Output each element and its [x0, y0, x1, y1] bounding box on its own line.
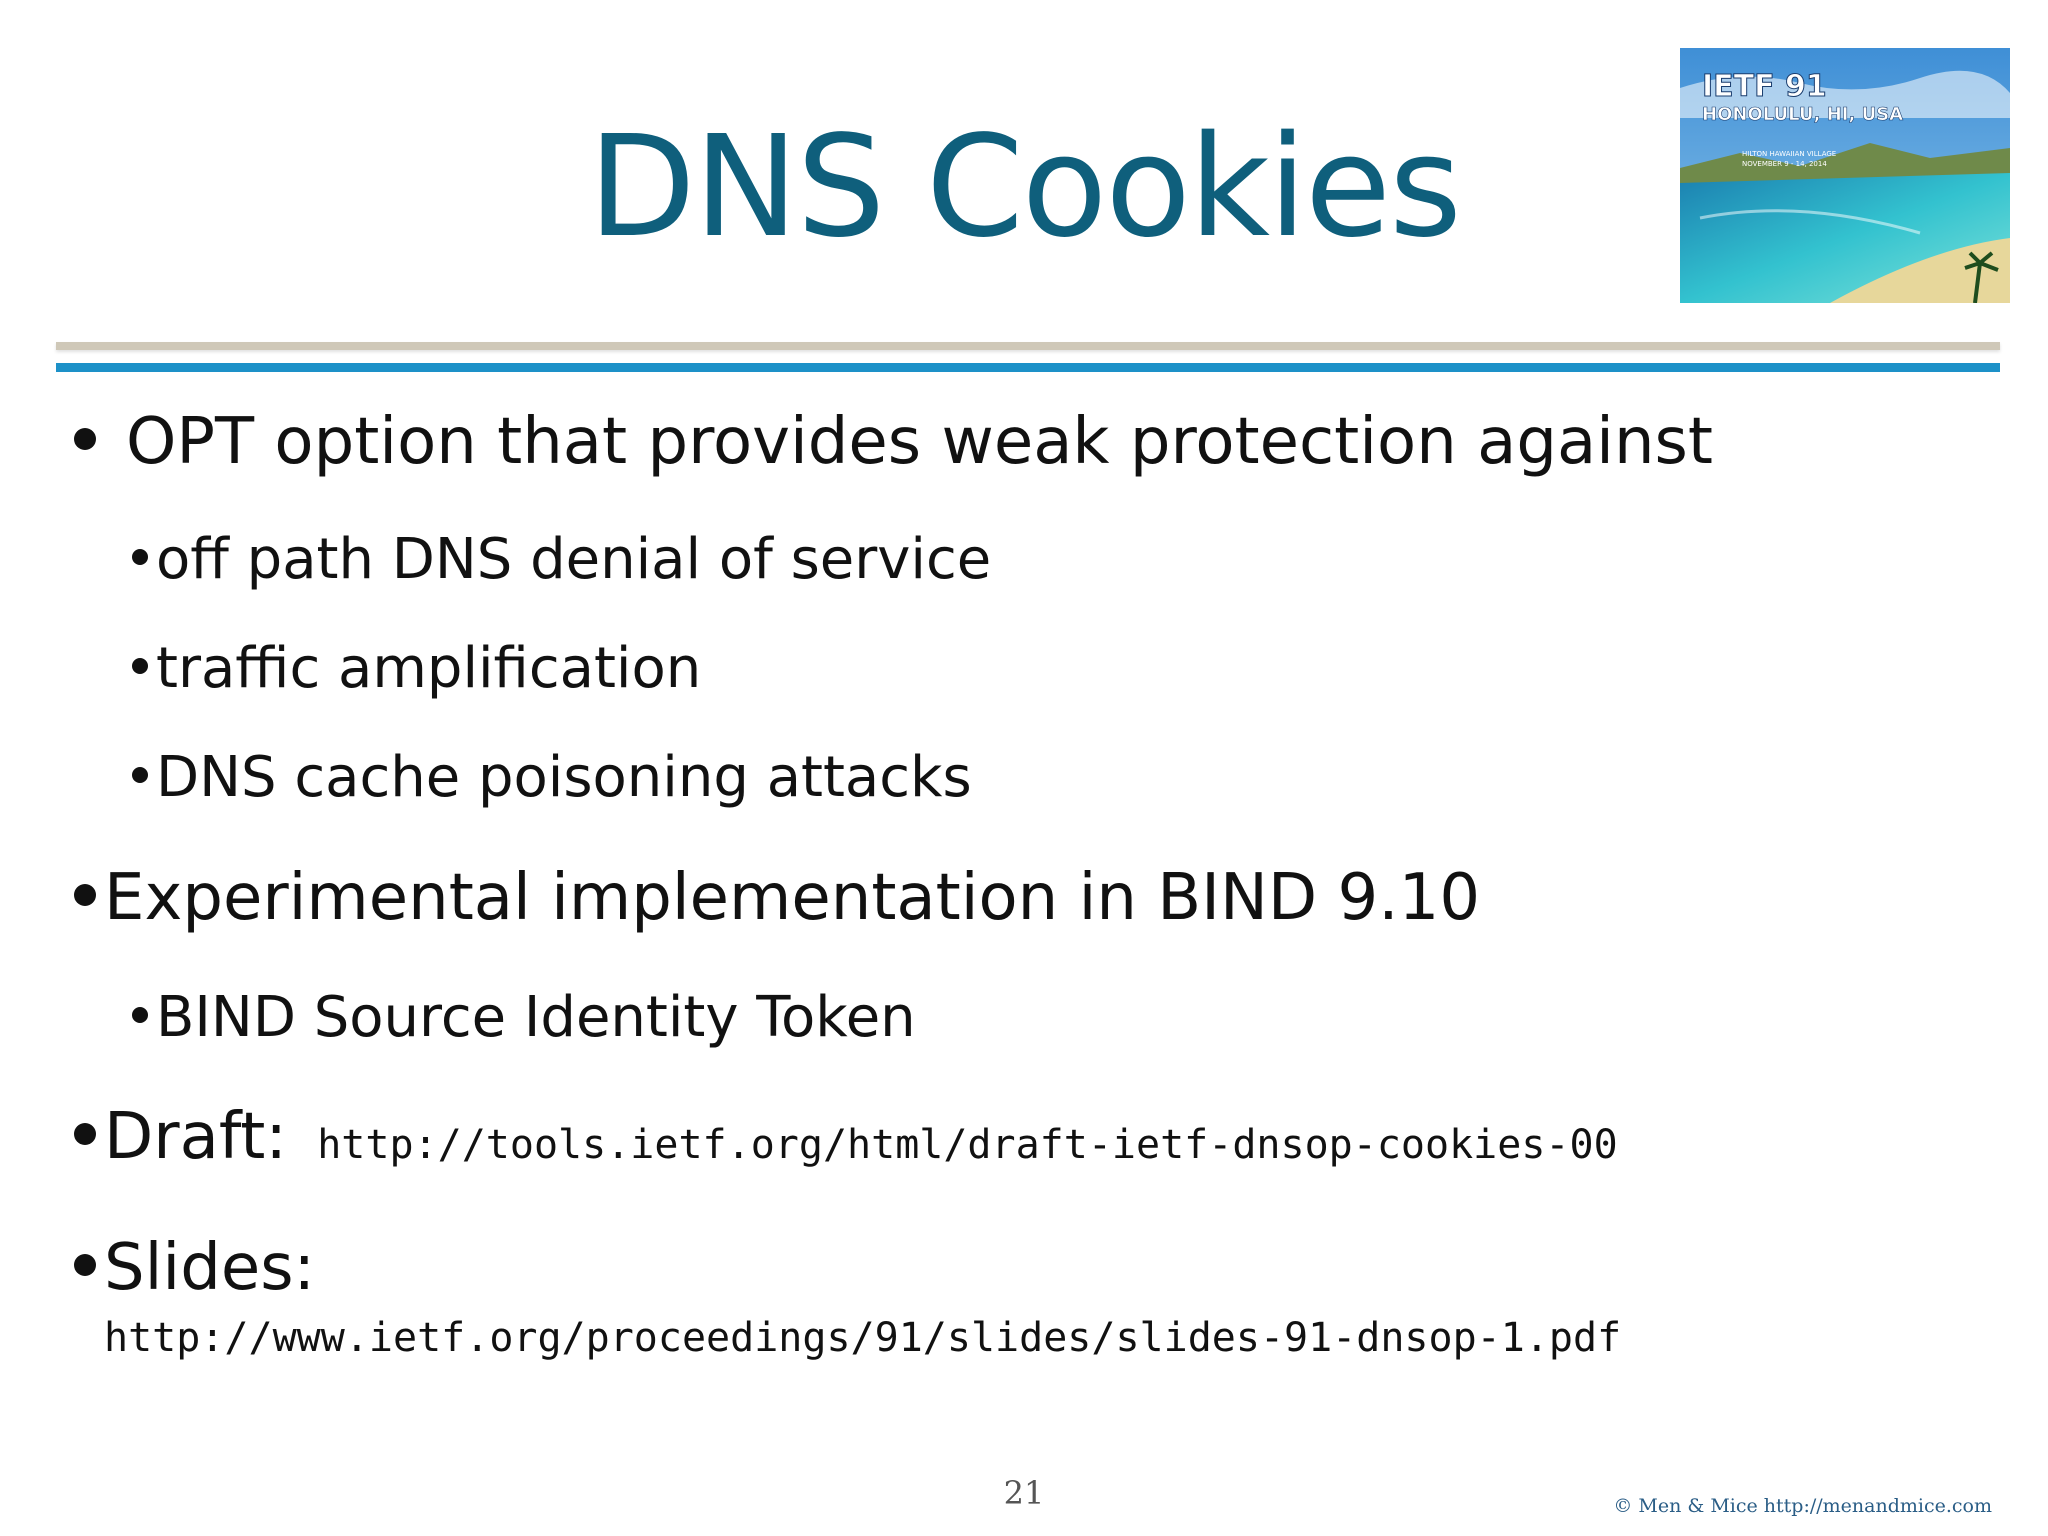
bullet-dot [132, 657, 148, 674]
sub-bullet-off-path: off path DNS denial of service [132, 532, 991, 588]
draft-link[interactable]: http://tools.ietf.org/html/draft-ietf-dn… [317, 1122, 1618, 1168]
badge-dates: NOVEMBER 9 - 14, 2014 [1742, 160, 1827, 168]
bullet-text: traffic amplification [156, 636, 702, 701]
page-number: 21 [1003, 1474, 1045, 1512]
bullet-slides: Slides: [74, 1236, 315, 1300]
badge-venue: HILTON HAWAIIAN VILLAGE [1742, 150, 1836, 158]
bullet-dot [132, 1006, 148, 1023]
draft-label: Draft: [104, 1100, 287, 1174]
bullet-dot [132, 766, 148, 783]
badge-title: IETF 91 [1702, 69, 1827, 104]
header-rule-tan [56, 342, 2000, 350]
header-rule-blue [56, 363, 2000, 372]
footer-copyright: © Men & Mice http://menandmice.com [1613, 1495, 1992, 1517]
sub-bullet-cache-poisoning: DNS cache poisoning attacks [132, 750, 972, 806]
slide-title: DNS Cookies [587, 106, 1462, 269]
bullet-text: Experimental implementation in BIND 9.10 [104, 861, 1481, 935]
sub-bullet-bind-token: BIND Source Identity Token [132, 990, 916, 1046]
bullet-dot [74, 1254, 96, 1277]
slides-label: Slides: [104, 1231, 316, 1305]
bullet-experimental: Experimental implementation in BIND 9.10 [74, 866, 1480, 930]
bullet-dot [132, 548, 148, 565]
bullet-opt-option: OPT option that provides weak protection… [74, 410, 1713, 474]
bullet-dot [74, 1123, 96, 1146]
bullet-dot [74, 884, 96, 907]
badge-location: HONOLULU, HI, USA [1702, 104, 1903, 125]
bullet-text: OPT option that provides weak protection… [126, 405, 1713, 479]
bullet-text: BIND Source Identity Token [156, 985, 916, 1050]
bullet-dot [74, 428, 96, 451]
bullet-text: DNS cache poisoning attacks [156, 745, 972, 810]
bullet-draft: Draft: http://tools.ietf.org/html/draft-… [74, 1105, 1618, 1169]
bullet-text: off path DNS denial of service [156, 527, 992, 592]
ietf-91-logo: IETF 91 HONOLULU, HI, USA HILTON HAWAIIA… [1680, 48, 2010, 303]
sub-bullet-amplification: traffic amplification [132, 641, 701, 697]
slides-link[interactable]: http://www.ietf.org/proceedings/91/slide… [104, 1315, 1622, 1361]
